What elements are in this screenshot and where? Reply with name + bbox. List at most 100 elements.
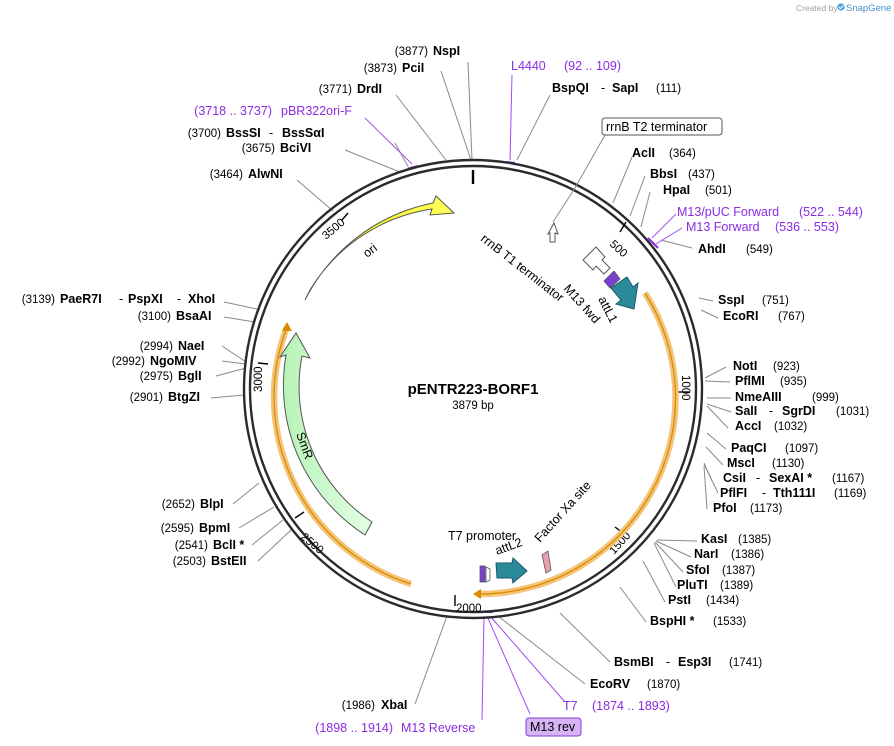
- position-label: (3700): [188, 128, 221, 140]
- site-bbsi[interactable]: BbsI (437): [650, 167, 715, 181]
- site-bsmbi[interactable]: BsmBI - Esp3I (1741): [614, 655, 762, 669]
- name-label: Esp3I: [678, 655, 711, 669]
- site-nari[interactable]: NarI (1386): [694, 547, 764, 561]
- name-label: NarI: [694, 547, 718, 561]
- name-label: SfoI: [686, 563, 710, 577]
- position-label: (3771): [319, 84, 352, 96]
- site-bspqi[interactable]: BspQI - SapI (111): [552, 81, 681, 95]
- feature-factor-xa[interactable]: Factor Xa site: [532, 478, 594, 574]
- site-paer7i[interactable]: (3139) PaeR7I - PspXI - XhoI: [22, 292, 215, 306]
- site-bsssi[interactable]: (3700) BssSI - BssSαI: [188, 126, 325, 140]
- name-label: PflFI: [720, 486, 747, 500]
- site-bsaai[interactable]: (3100) BsaAI: [138, 309, 212, 323]
- position-label: (364): [669, 148, 696, 160]
- name-label: XhoI: [188, 292, 215, 306]
- site-hpai[interactable]: HpaI (501): [663, 183, 732, 197]
- orf-arcs: [270, 291, 679, 599]
- feature-ori-label: ori: [360, 241, 380, 261]
- primer-t7[interactable]: T7 (1874 .. 1893): [563, 699, 670, 713]
- site-pfoi[interactable]: PfoI (1173): [713, 501, 783, 515]
- position-label: (1385): [738, 534, 771, 546]
- feature-attl1-label: attL1: [595, 294, 620, 325]
- site-naei[interactable]: (2994) NaeI: [140, 339, 205, 353]
- site-ecori[interactable]: EcoRI (767): [723, 309, 805, 323]
- site-bsphi[interactable]: BspHI * (1533): [650, 614, 746, 628]
- primer-pbr322ori-f[interactable]: (3718 .. 3737) pBR322ori-F: [194, 104, 352, 118]
- feature-smr[interactable]: SmR: [278, 332, 373, 536]
- name-label: T7: [563, 699, 578, 713]
- site-bpmi[interactable]: (2595) BpmI: [161, 521, 231, 535]
- site-noti[interactable]: NotI (923): [733, 359, 800, 373]
- plasmid-title-block: pENTR223-BORF1 3879 bp: [408, 381, 539, 412]
- site-pcii[interactable]: (3873) PciI: [364, 61, 425, 75]
- site-ecorv[interactable]: EcoRV (1870): [590, 677, 680, 691]
- snapgene-credit[interactable]: Created by SnapGene: [796, 3, 891, 14]
- snapgene-logo-icon: [837, 3, 845, 11]
- position-label: (935): [780, 376, 807, 388]
- site-acci[interactable]: AccI (1032): [735, 419, 807, 433]
- site-sali[interactable]: SalI - SgrDI (1031): [735, 404, 869, 418]
- tick-500: 500: [607, 238, 629, 260]
- site-msci[interactable]: MscI (1130): [727, 456, 805, 470]
- name-label: BssSαI: [282, 126, 324, 140]
- site-kasi[interactable]: KasI (1385): [701, 532, 771, 546]
- feature-t7-promoter[interactable]: T7 promoter: [448, 529, 516, 583]
- position-label: (522 .. 544): [799, 205, 863, 219]
- name-label: BssSI: [226, 126, 261, 140]
- position-label: (999): [812, 392, 839, 404]
- name-label: PspXI: [128, 292, 163, 306]
- position-label: (536 .. 553): [775, 220, 839, 234]
- separator: -: [269, 126, 273, 140]
- rrnb-t2-label-box: [601, 117, 723, 136]
- position-label: (1533): [713, 616, 746, 628]
- site-nmeaiii[interactable]: NmeAIII (999): [735, 390, 839, 404]
- position-label: (1870): [647, 679, 680, 691]
- site-nspi[interactable]: (3877) NspI: [395, 44, 460, 58]
- primer-m13-puc-forward[interactable]: M13/pUC Forward (522 .. 544): [677, 205, 863, 219]
- site-drdi[interactable]: (3771) DrdI: [319, 82, 382, 96]
- name-label: AhdI: [698, 242, 726, 256]
- site-acli[interactable]: AclI (364): [632, 146, 696, 160]
- site-paqci[interactable]: PaqCI (1097): [731, 441, 818, 455]
- name-label: HpaI: [663, 183, 690, 197]
- primer-m13-forward[interactable]: M13 Forward (536 .. 553): [686, 220, 839, 234]
- brand-text: SnapGene: [846, 3, 891, 14]
- name-label: EcoRI: [723, 309, 758, 323]
- site-btgzi[interactable]: (2901) BtgZI: [130, 390, 200, 404]
- feature-attl1[interactable]: attL1: [595, 276, 639, 325]
- primer-l4440[interactable]: L4440 (92 .. 109): [511, 59, 621, 73]
- position-label: (3100): [138, 311, 171, 323]
- site-sspi[interactable]: SspI (751): [718, 293, 789, 307]
- site-alwni[interactable]: (3464) AlwNI: [210, 167, 283, 181]
- primer-m13-reverse[interactable]: (1898 .. 1914) M13 Reverse: [315, 721, 475, 735]
- name-label: BclI *: [213, 538, 244, 552]
- position-label: (1386): [731, 549, 764, 561]
- site-bsteii[interactable]: (2503) BstEII: [173, 554, 247, 568]
- site-bgli[interactable]: (2975) BglI: [140, 369, 202, 383]
- primer-m13-rev-box[interactable]: M13 rev: [525, 717, 582, 737]
- position-label: (2975): [140, 371, 173, 383]
- name-label: BstEII: [211, 554, 246, 568]
- name-label: NmeAIII: [735, 390, 782, 404]
- position-label: (1874 .. 1893): [592, 699, 670, 713]
- position-label: (3675): [242, 143, 275, 155]
- site-xbai[interactable]: (1986) XbaI: [342, 698, 408, 712]
- tick-3500: 3500: [320, 217, 347, 243]
- primer-leader-lines: [364, 74, 683, 721]
- feature-rrnb-t1[interactable]: rrnB T1 terminator: [478, 231, 611, 305]
- site-pflmi[interactable]: PflMI (935): [735, 374, 807, 388]
- site-ngomiv[interactable]: (2992) NgoMIV: [112, 354, 197, 368]
- site-psti[interactable]: PstI (1434): [668, 593, 739, 607]
- site-pluti[interactable]: PluTI (1389): [677, 578, 753, 592]
- site-csii[interactable]: CsiI - SexAI * (1167): [723, 471, 865, 485]
- feature-rrnb-t2[interactable]: rrnB T2 terminator: [546, 117, 723, 243]
- site-ahdi[interactable]: AhdI (549): [698, 242, 773, 256]
- name-label: PaqCI: [731, 441, 766, 455]
- site-blpi[interactable]: (2652) BlpI: [162, 497, 224, 511]
- site-sfoi[interactable]: SfoI (1387): [686, 563, 755, 577]
- site-bcivi[interactable]: (3675) BciVI: [242, 141, 312, 155]
- site-pflfi[interactable]: PflFI - Tth111I (1169): [720, 486, 867, 500]
- feature-ori[interactable]: ori: [304, 195, 456, 301]
- feature-t7-promoter-label: T7 promoter: [448, 529, 516, 543]
- site-bcli[interactable]: (2541) BclI *: [175, 538, 245, 552]
